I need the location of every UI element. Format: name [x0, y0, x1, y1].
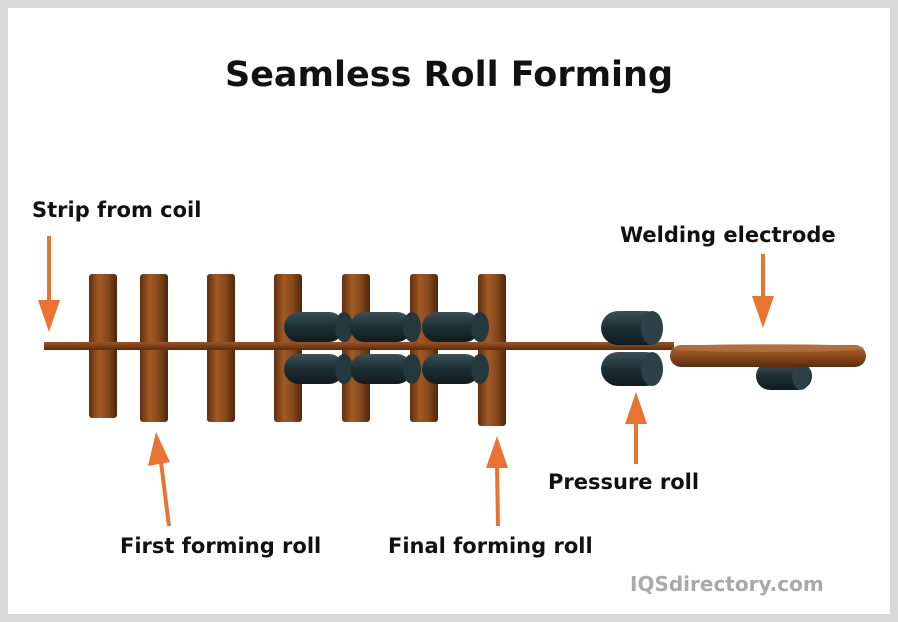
arrow-pressure-roll — [625, 392, 647, 464]
metal-strip — [44, 342, 674, 350]
watermark-iqsdirectory: IQSdirectory.com — [630, 572, 824, 596]
arrow-first-forming-roll — [148, 432, 171, 527]
diagram-title: Seamless Roll Forming — [224, 55, 674, 95]
arrow-final-forming-roll — [486, 436, 508, 527]
side-rolls — [284, 312, 489, 384]
label-pressure-roll: Pressure roll — [548, 470, 700, 494]
arrow-welding-electrode — [752, 254, 774, 328]
label-first-forming-roll: First forming roll — [120, 534, 322, 558]
label-final-forming-roll: Final forming roll — [388, 534, 593, 558]
pressure-rolls — [601, 311, 663, 386]
arrow-strip-from-coil — [38, 236, 60, 332]
welding-section — [670, 344, 866, 390]
label-strip-from-coil: Strip from coil — [32, 198, 202, 222]
side-roll-pair-3 — [422, 312, 489, 384]
label-welding-electrode: Welding electrode — [620, 223, 836, 247]
side-roll-pair-2 — [350, 312, 421, 384]
side-roll-pair-1 — [284, 312, 353, 384]
callout-arrows — [38, 236, 774, 527]
